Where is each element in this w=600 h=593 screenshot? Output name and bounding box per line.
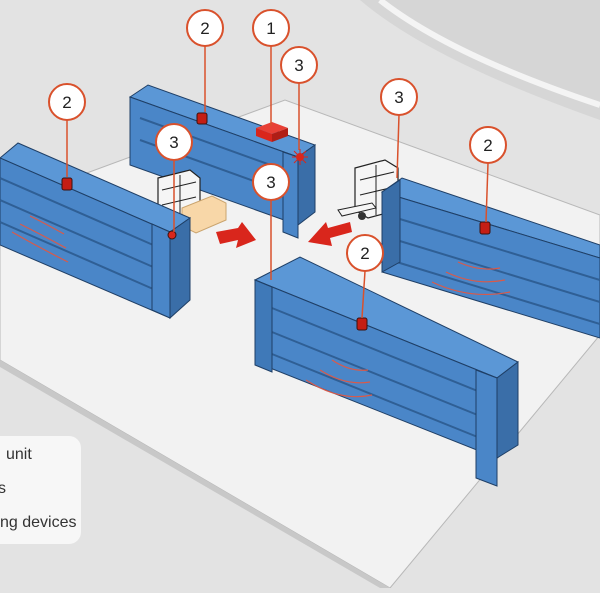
signal-waves-left bbox=[11, 215, 69, 263]
callout-number: 3 bbox=[266, 173, 275, 192]
callout-4: 3 bbox=[155, 123, 193, 232]
forklift-tag-icon bbox=[167, 230, 177, 240]
callout-8: 2 bbox=[346, 234, 384, 319]
callout-circle bbox=[155, 123, 193, 161]
central-unit-box bbox=[256, 122, 288, 142]
signal-waves-front bbox=[305, 359, 373, 398]
callout-circle bbox=[252, 9, 290, 47]
sensor-device-icon bbox=[479, 221, 491, 235]
callout-leader-line bbox=[396, 114, 400, 179]
movement-arrow-left-icon bbox=[308, 222, 352, 246]
sensor-device-icon bbox=[61, 177, 73, 191]
sensor-device-icon bbox=[356, 317, 368, 331]
floor-edge bbox=[0, 360, 390, 588]
movement-arrow-right-icon bbox=[216, 222, 256, 248]
callout-leader-line bbox=[485, 162, 489, 223]
legend-item-devices: ng devices bbox=[0, 514, 77, 531]
callout-circle bbox=[380, 78, 418, 116]
callout-number: 2 bbox=[200, 19, 209, 38]
legend-panel bbox=[0, 436, 81, 544]
callout-circle bbox=[280, 46, 318, 84]
signal-waves-right bbox=[431, 261, 511, 296]
callout-7: 2 bbox=[469, 126, 507, 223]
callout-1: 1 bbox=[252, 9, 290, 126]
callout-5: 3 bbox=[380, 78, 418, 179]
shelf-unit-front bbox=[253, 256, 519, 487]
callout-number: 2 bbox=[483, 136, 492, 155]
callout-number: 3 bbox=[394, 88, 403, 107]
callout-0: 2 bbox=[186, 9, 224, 112]
legend-item-unit: unit bbox=[6, 446, 32, 463]
callout-number: 3 bbox=[169, 133, 178, 152]
callout-circle bbox=[48, 83, 86, 121]
callout-3: 2 bbox=[48, 83, 86, 177]
callout-number: 2 bbox=[360, 244, 369, 263]
callout-6: 3 bbox=[252, 163, 290, 280]
callout-leader-line bbox=[361, 270, 366, 319]
shelf-unit-left bbox=[0, 142, 192, 320]
sensor-device-icon bbox=[196, 112, 208, 125]
legend-item-s: s bbox=[0, 480, 6, 497]
callout-circle bbox=[252, 163, 290, 201]
callout-number: 1 bbox=[266, 19, 275, 38]
callout-number: 3 bbox=[294, 56, 303, 75]
callout-number: 2 bbox=[62, 93, 71, 112]
callout-2: 3 bbox=[280, 46, 318, 150]
callout-circle bbox=[346, 234, 384, 272]
callout-circle bbox=[186, 9, 224, 47]
access-point-icon bbox=[292, 149, 308, 165]
callout-circle bbox=[469, 126, 507, 164]
background-swoosh-line bbox=[378, 0, 600, 108]
